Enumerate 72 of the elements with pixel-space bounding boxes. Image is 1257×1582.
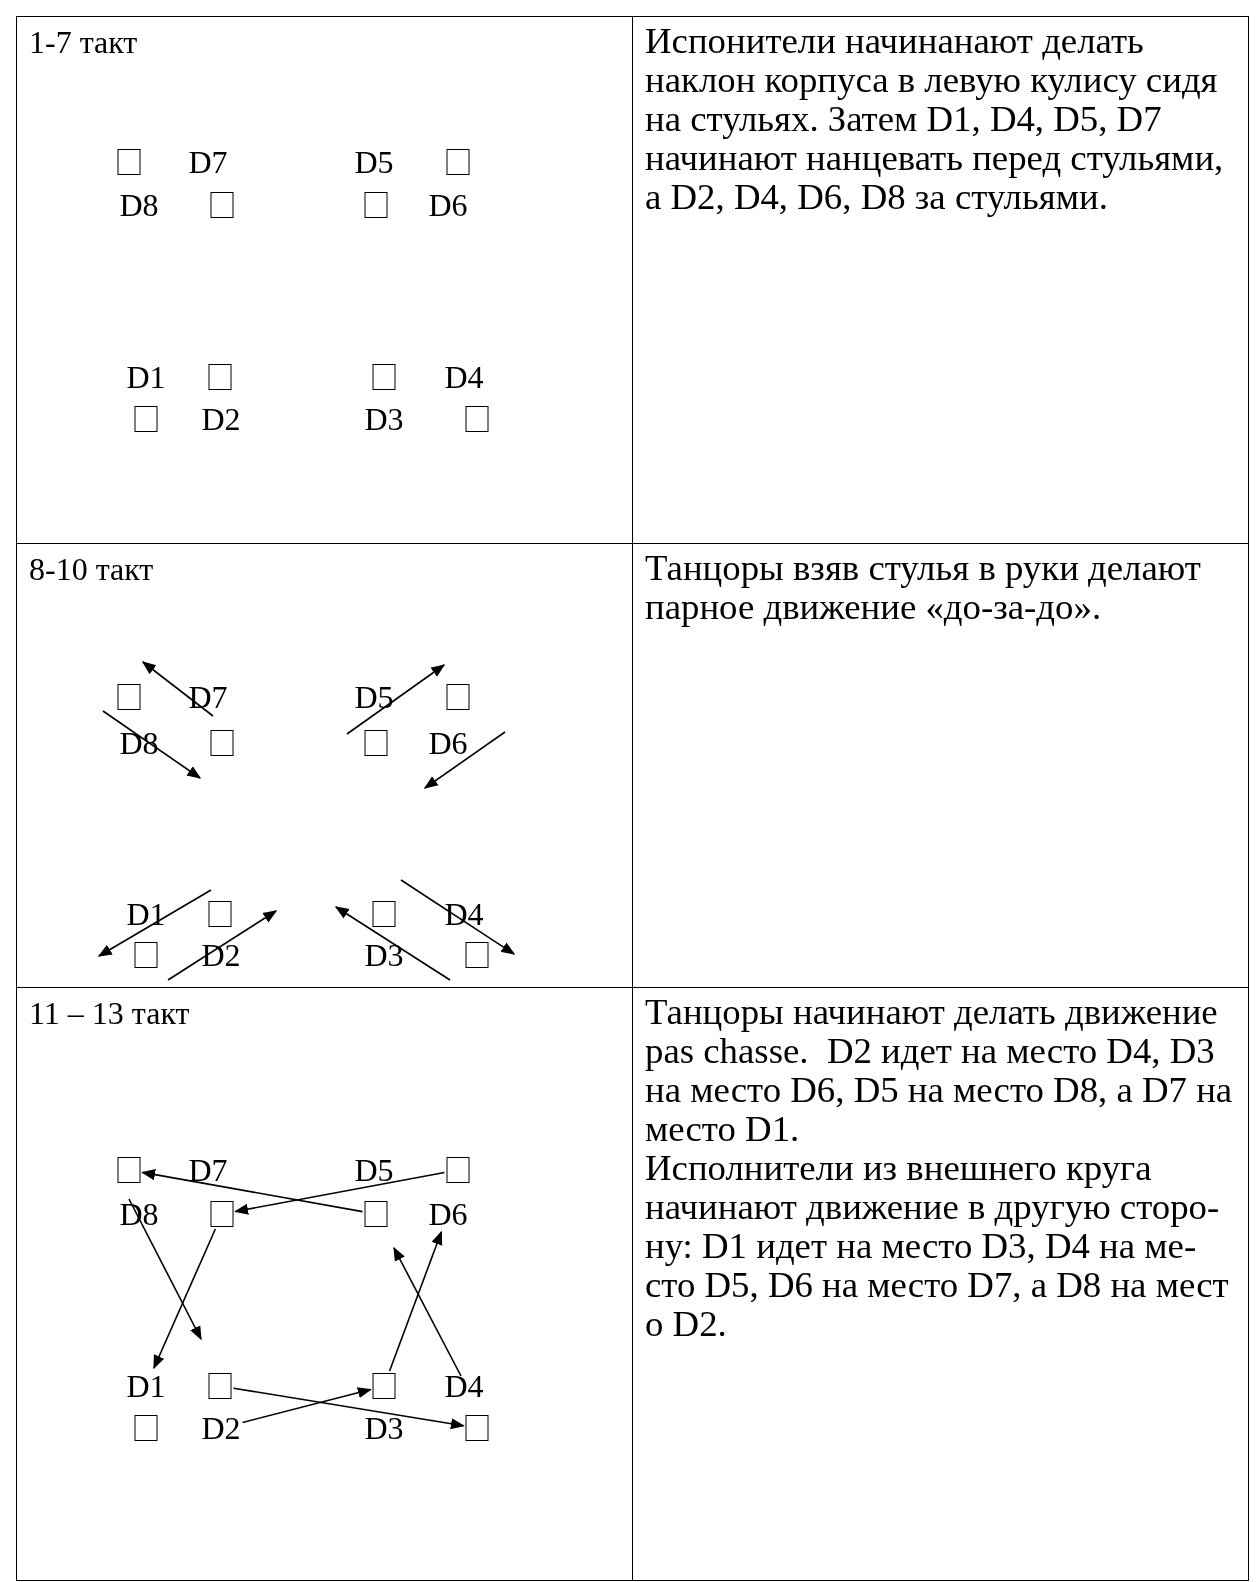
movement-arrow (141, 661, 214, 717)
dancer-label: D6 (428, 189, 468, 221)
dancer-label: D7 (188, 146, 228, 178)
chair-square (208, 901, 232, 927)
chair-square (208, 364, 232, 390)
chair-square (134, 406, 158, 432)
movement-arrow (234, 1171, 446, 1215)
dancer-label: D8 (119, 189, 159, 221)
movement-arrow (141, 1169, 364, 1213)
chair-square (446, 684, 470, 710)
table-cell (16, 987, 633, 1581)
bar-range-label: 11 – 13 такт (29, 994, 190, 1033)
movement-arrow (232, 1387, 465, 1430)
dancer-label: D5 (354, 681, 394, 713)
chair-square (117, 1157, 141, 1183)
chair-square (465, 1415, 489, 1441)
chair-square (210, 192, 234, 218)
description-text: Испонители начинанают делать наклон корпуса в левую кулису сидя на стульях. Затем D1, D4, D5, D7 начинают нанцевать перед стульями, а D2, D4, D6, D8 за стульями. (645, 21, 1225, 216)
movement-arrow (400, 879, 516, 955)
chair-square (446, 1157, 470, 1183)
movement-arrow (423, 731, 506, 789)
chair-square (134, 1415, 158, 1441)
dancer-label: D3 (364, 1412, 404, 1444)
table-cell (632, 987, 1249, 1581)
chair-square (117, 149, 141, 175)
dancer-label: D4 (444, 361, 484, 393)
bar-range-label: 1-7 такт (29, 23, 138, 62)
movement-arrow (102, 710, 202, 779)
dancer-label: D8 (119, 727, 159, 759)
dancer-label: D1 (126, 361, 166, 393)
dancer-label: D6 (428, 727, 468, 759)
chair-square (446, 149, 470, 175)
dancer-label: D5 (354, 1154, 394, 1186)
dancer-label: D3 (364, 939, 404, 971)
bar-range-label: 8-10 такт (29, 550, 154, 589)
table-cell (16, 16, 633, 544)
dancer-label: D2 (201, 403, 241, 435)
movement-arrow (97, 889, 212, 957)
description-text: Исполнители из внешнего круга начинают движение в другую сторо- ну: D1 идет на место D3, D4 на ме- сто D5, D6 на место D7, а D8 на мест о D2. (645, 1148, 1230, 1343)
chair-square (134, 942, 158, 968)
dancer-label: D4 (444, 1370, 484, 1402)
chair-square (117, 684, 141, 710)
chair-square (465, 406, 489, 432)
dancer-label: D2 (201, 1412, 241, 1444)
chair-square (372, 901, 396, 927)
chair-square (364, 730, 388, 756)
dancer-label: D3 (364, 403, 404, 435)
dancer-label: D7 (188, 1154, 228, 1186)
movement-arrow (128, 1198, 202, 1341)
dancer-label: D2 (201, 939, 241, 971)
table-cell (632, 16, 1249, 544)
chair-square (372, 364, 396, 390)
chair-square (210, 1201, 234, 1227)
movement-arrow (388, 1230, 443, 1372)
dancer-label: D7 (188, 681, 228, 713)
chair-square (372, 1373, 396, 1399)
movement-arrow (153, 1228, 217, 1370)
dancer-label: D1 (126, 898, 166, 930)
description-text: Танцоры взяв стулья в руки делают парное движение «до-за-до». (645, 548, 1202, 626)
dancer-label: D1 (126, 1370, 166, 1402)
movement-arrow (346, 664, 446, 735)
chair-square (210, 730, 234, 756)
dancer-label: D6 (428, 1198, 468, 1230)
dancer-label: D5 (354, 146, 394, 178)
movement-arrow (334, 906, 451, 981)
movement-arrow (241, 1387, 372, 1424)
description-text: Танцоры начинают делать движение pas chasse. D2 идет на место D4, D3 на место D6, D5 на место D8, а D7 на место D1. (645, 992, 1234, 1148)
chair-square (465, 942, 489, 968)
movement-arrow (393, 1246, 462, 1377)
chair-square (364, 192, 388, 218)
chair-square (208, 1373, 232, 1399)
chair-square (364, 1201, 388, 1227)
